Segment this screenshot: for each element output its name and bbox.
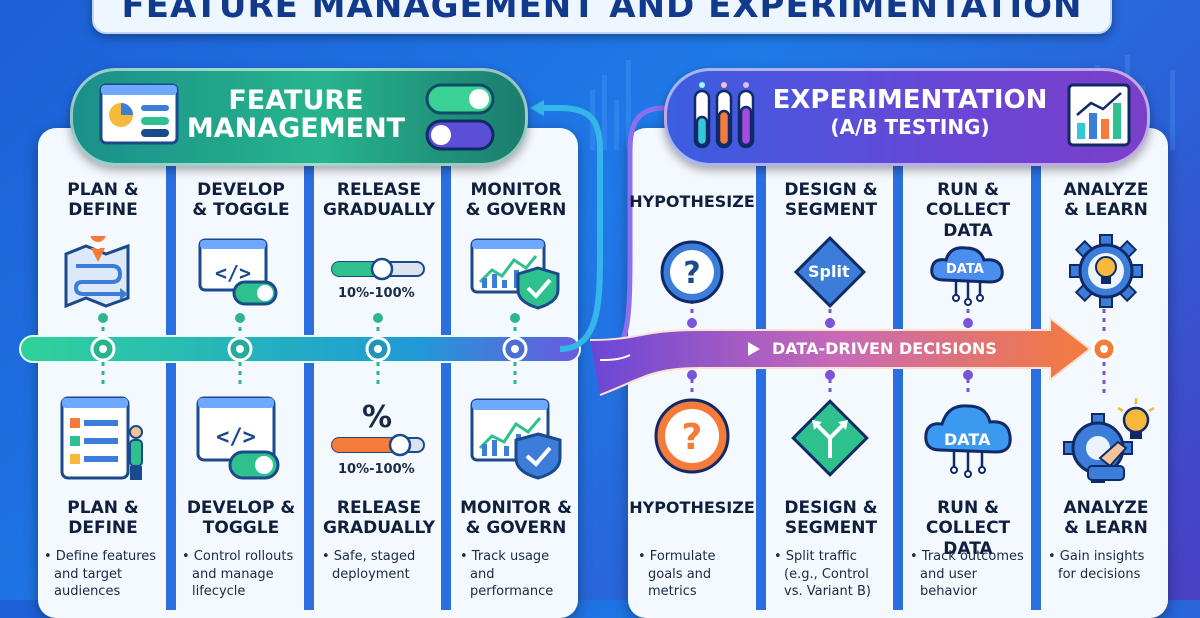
page-title: FEATURE MANAGEMENT AND EXPERIMENTATION [121,0,1083,26]
column-divider [441,160,451,610]
fm-step4-description: • Track usage and performance [460,549,554,600]
svg-text:?: ? [683,256,700,291]
exp-step1-top-label: HYPOTHESIZE [629,192,755,211]
slider-icon[interactable] [330,256,426,284]
gear-bulb-icon [1069,234,1143,308]
exp-step1-description: • Formulate goals and metrics [638,549,716,600]
exp-step2-bottom-label: DESIGN &SEGMENT [784,498,878,539]
question-icon: ? [654,398,730,474]
column-divider [304,160,314,610]
code-toggle-icon[interactable]: </> [198,238,280,308]
exp-step1-bottom-label: HYPOTHESIZE [629,498,755,517]
fm-step1-bottom-label: PLAN &DEFINE [67,498,139,539]
monitor-shield-icon [470,398,562,480]
exp-step2-description: • Split traffic (e.g., Control vs. Varia… [774,549,871,600]
exp-step3-description: • Track outcomes and user behavior [910,549,1024,600]
fm-step4-bottom-label: MONITOR && GOVERN [460,498,572,539]
svg-text:?: ? [682,417,703,458]
experimentation-title-line2: (A/B TESTING) [830,115,990,140]
gear-bulb-icon [1063,398,1155,483]
checklist-presenter-icon [60,396,143,480]
experimentation-header: EXPERIMENTATION (A/B TESTING) [664,68,1150,166]
column-divider [893,160,903,610]
column-divider [756,160,766,610]
dashboard-icon [99,83,179,145]
split-arrows-icon [791,399,869,477]
title-bar: FEATURE MANAGEMENT AND EXPERIMENTATION [92,0,1112,34]
feature-management-header: FEATURE MANAGEMENT [70,68,528,166]
fm-step2-description: • Control rollouts and manage lifecycle [182,549,294,600]
split-icon [793,235,867,309]
column-divider [166,160,176,610]
monitor-shield-icon [470,238,560,310]
exp-step3-bottom-label: RUN &COLLECT DATA [925,498,1011,559]
flow-label: DATA-DRIVEN DECISIONS [772,339,997,358]
data-cloud-icon [930,246,1004,306]
fm-step3-top-percent-range: 10%-100% [338,286,415,301]
fm-step3-description: • Safe, staged deployment [322,549,416,582]
fm-step3-bottom-percent-range: 10%-100% [338,462,415,477]
experimentation-title-line1: EXPERIMENTATION [772,85,1048,115]
svg-text:</>: </> [216,425,256,450]
roadmap-icon [64,236,130,308]
data-cloud-icon [924,404,1012,478]
split-icon-label: Split [808,262,850,281]
test-tubes-icon [693,82,755,149]
fm-step2-top-label: DEVELOP& TOGGLE [192,180,290,221]
exp-step2-top-label: DESIGN &SEGMENT [784,180,878,221]
fm-step2-bottom-label: DEVELOP &TOGGLE [186,498,296,539]
feature-management-title-line1: FEATURE [228,85,364,116]
column-divider [1031,160,1041,610]
feature-management-title-line2: MANAGEMENT [186,113,406,145]
exp-step4-top-label: ANALYZE& LEARN [1063,180,1149,221]
bar-chart-icon [1067,83,1131,147]
percent-icon: % [362,400,393,435]
toggle-switches-icon[interactable] [425,83,497,151]
exp-step3-top-label: RUN &COLLECT DATA [925,180,1011,241]
code-toggle-icon[interactable]: </> [196,396,282,482]
exp-step4-bottom-label: ANALYZE& LEARN [1063,498,1149,539]
data-cloud-label: DATA [946,262,984,277]
exp-step4-description: • Gain insights for decisions [1048,549,1145,582]
question-icon: ? [660,240,724,304]
flow-lines [19,100,1117,396]
fm-step1-top-label: PLAN &DEFINE [67,180,139,221]
fm-step4-top-label: MONITOR& GOVERN [465,180,567,221]
fm-step1-description: • Define features and target audiences [44,549,157,600]
data-cloud-label: DATA [944,430,991,449]
slider-icon[interactable] [330,432,426,460]
